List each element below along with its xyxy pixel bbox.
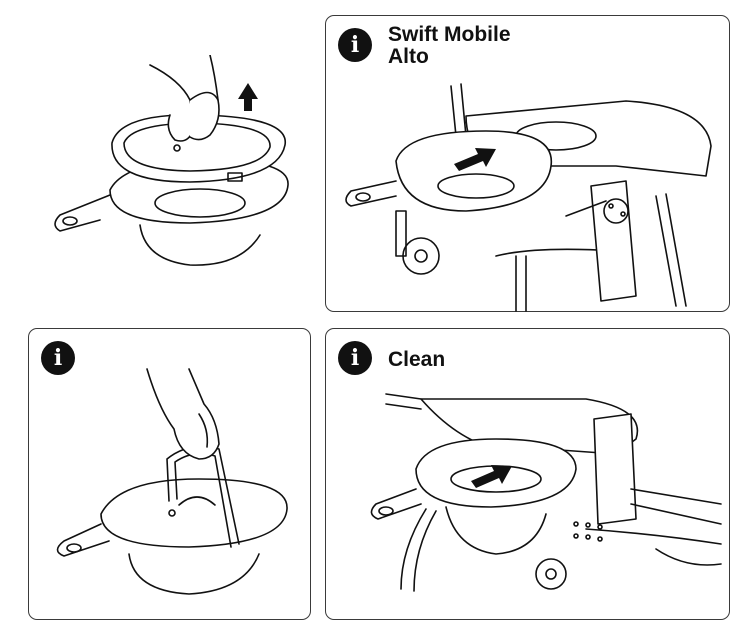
step-1-lift-lid-illustration xyxy=(40,55,300,280)
info-icon: i xyxy=(338,341,372,375)
insert-arrow-icon xyxy=(471,465,512,488)
info-icon: i xyxy=(41,341,75,375)
pan-with-lid-drawing xyxy=(40,55,300,280)
caption-line-2: Alto xyxy=(388,45,429,68)
up-arrow-icon xyxy=(238,83,258,111)
step-3-panel: i xyxy=(28,328,311,620)
step-4-panel: i Clean xyxy=(325,328,730,620)
caption-line-1: Swift Mobile xyxy=(388,23,511,46)
chair-pan-cleaning-drawing xyxy=(326,329,731,621)
panel-caption: Clean xyxy=(388,349,445,371)
chair-with-pan-drawing xyxy=(326,16,731,313)
caption-line-1: Clean xyxy=(388,348,446,371)
step-2-panel: i Swift Mobile Alto xyxy=(325,15,730,312)
carry-pan-by-handle-drawing xyxy=(29,329,312,621)
panel-caption: Swift Mobile Alto xyxy=(388,24,511,68)
insert-arrow-icon xyxy=(454,148,496,171)
info-icon: i xyxy=(338,28,372,62)
